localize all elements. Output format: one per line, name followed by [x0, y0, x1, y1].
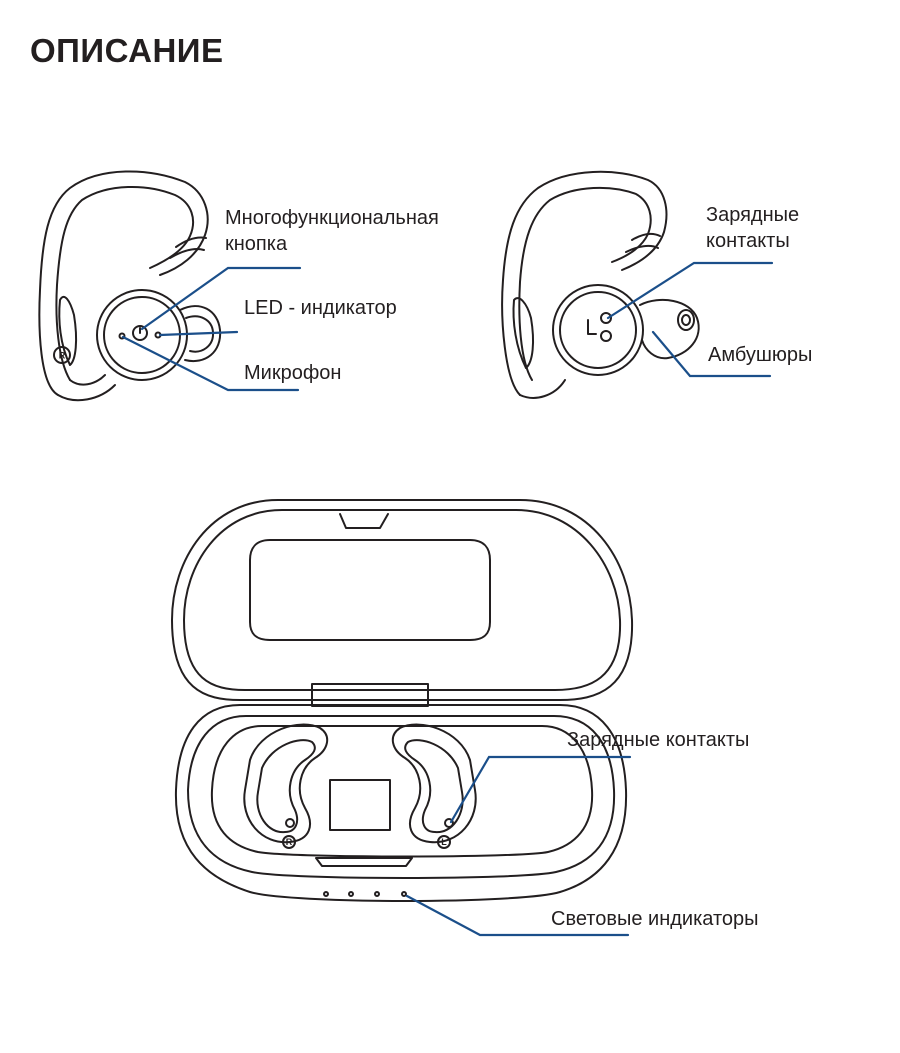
- callout-case-contacts: [451, 757, 630, 822]
- label-microphone: Микрофон: [244, 360, 341, 386]
- label-case-contacts: Зарядные контакты: [567, 727, 749, 753]
- case-marker-r-text: R: [286, 837, 293, 847]
- callout-earbud-contacts: [608, 263, 772, 318]
- label-led-indicator: LED - индикатор: [244, 295, 397, 321]
- label-ear-tips: Амбушюры: [708, 342, 812, 368]
- case-marker-l-text: L: [441, 837, 447, 847]
- label-earbud-contacts-line1: Зарядные: [706, 202, 799, 228]
- label-multifunction-button-line2: кнопка: [225, 231, 287, 257]
- earbud-left-drawing: [502, 172, 699, 398]
- earbud-left-side-marker-icon: [588, 320, 596, 334]
- callout-led-indicator: [160, 332, 237, 335]
- earbud-right-marker-text: R: [59, 351, 66, 361]
- label-light-indicators: Световые индикаторы: [551, 906, 759, 932]
- label-earbud-contacts-line2: контакты: [706, 228, 790, 254]
- charging-case-drawing: [172, 500, 632, 901]
- label-multifunction-button-line1: Многофункциональная: [225, 205, 439, 231]
- earbud-right-drawing: [39, 171, 220, 400]
